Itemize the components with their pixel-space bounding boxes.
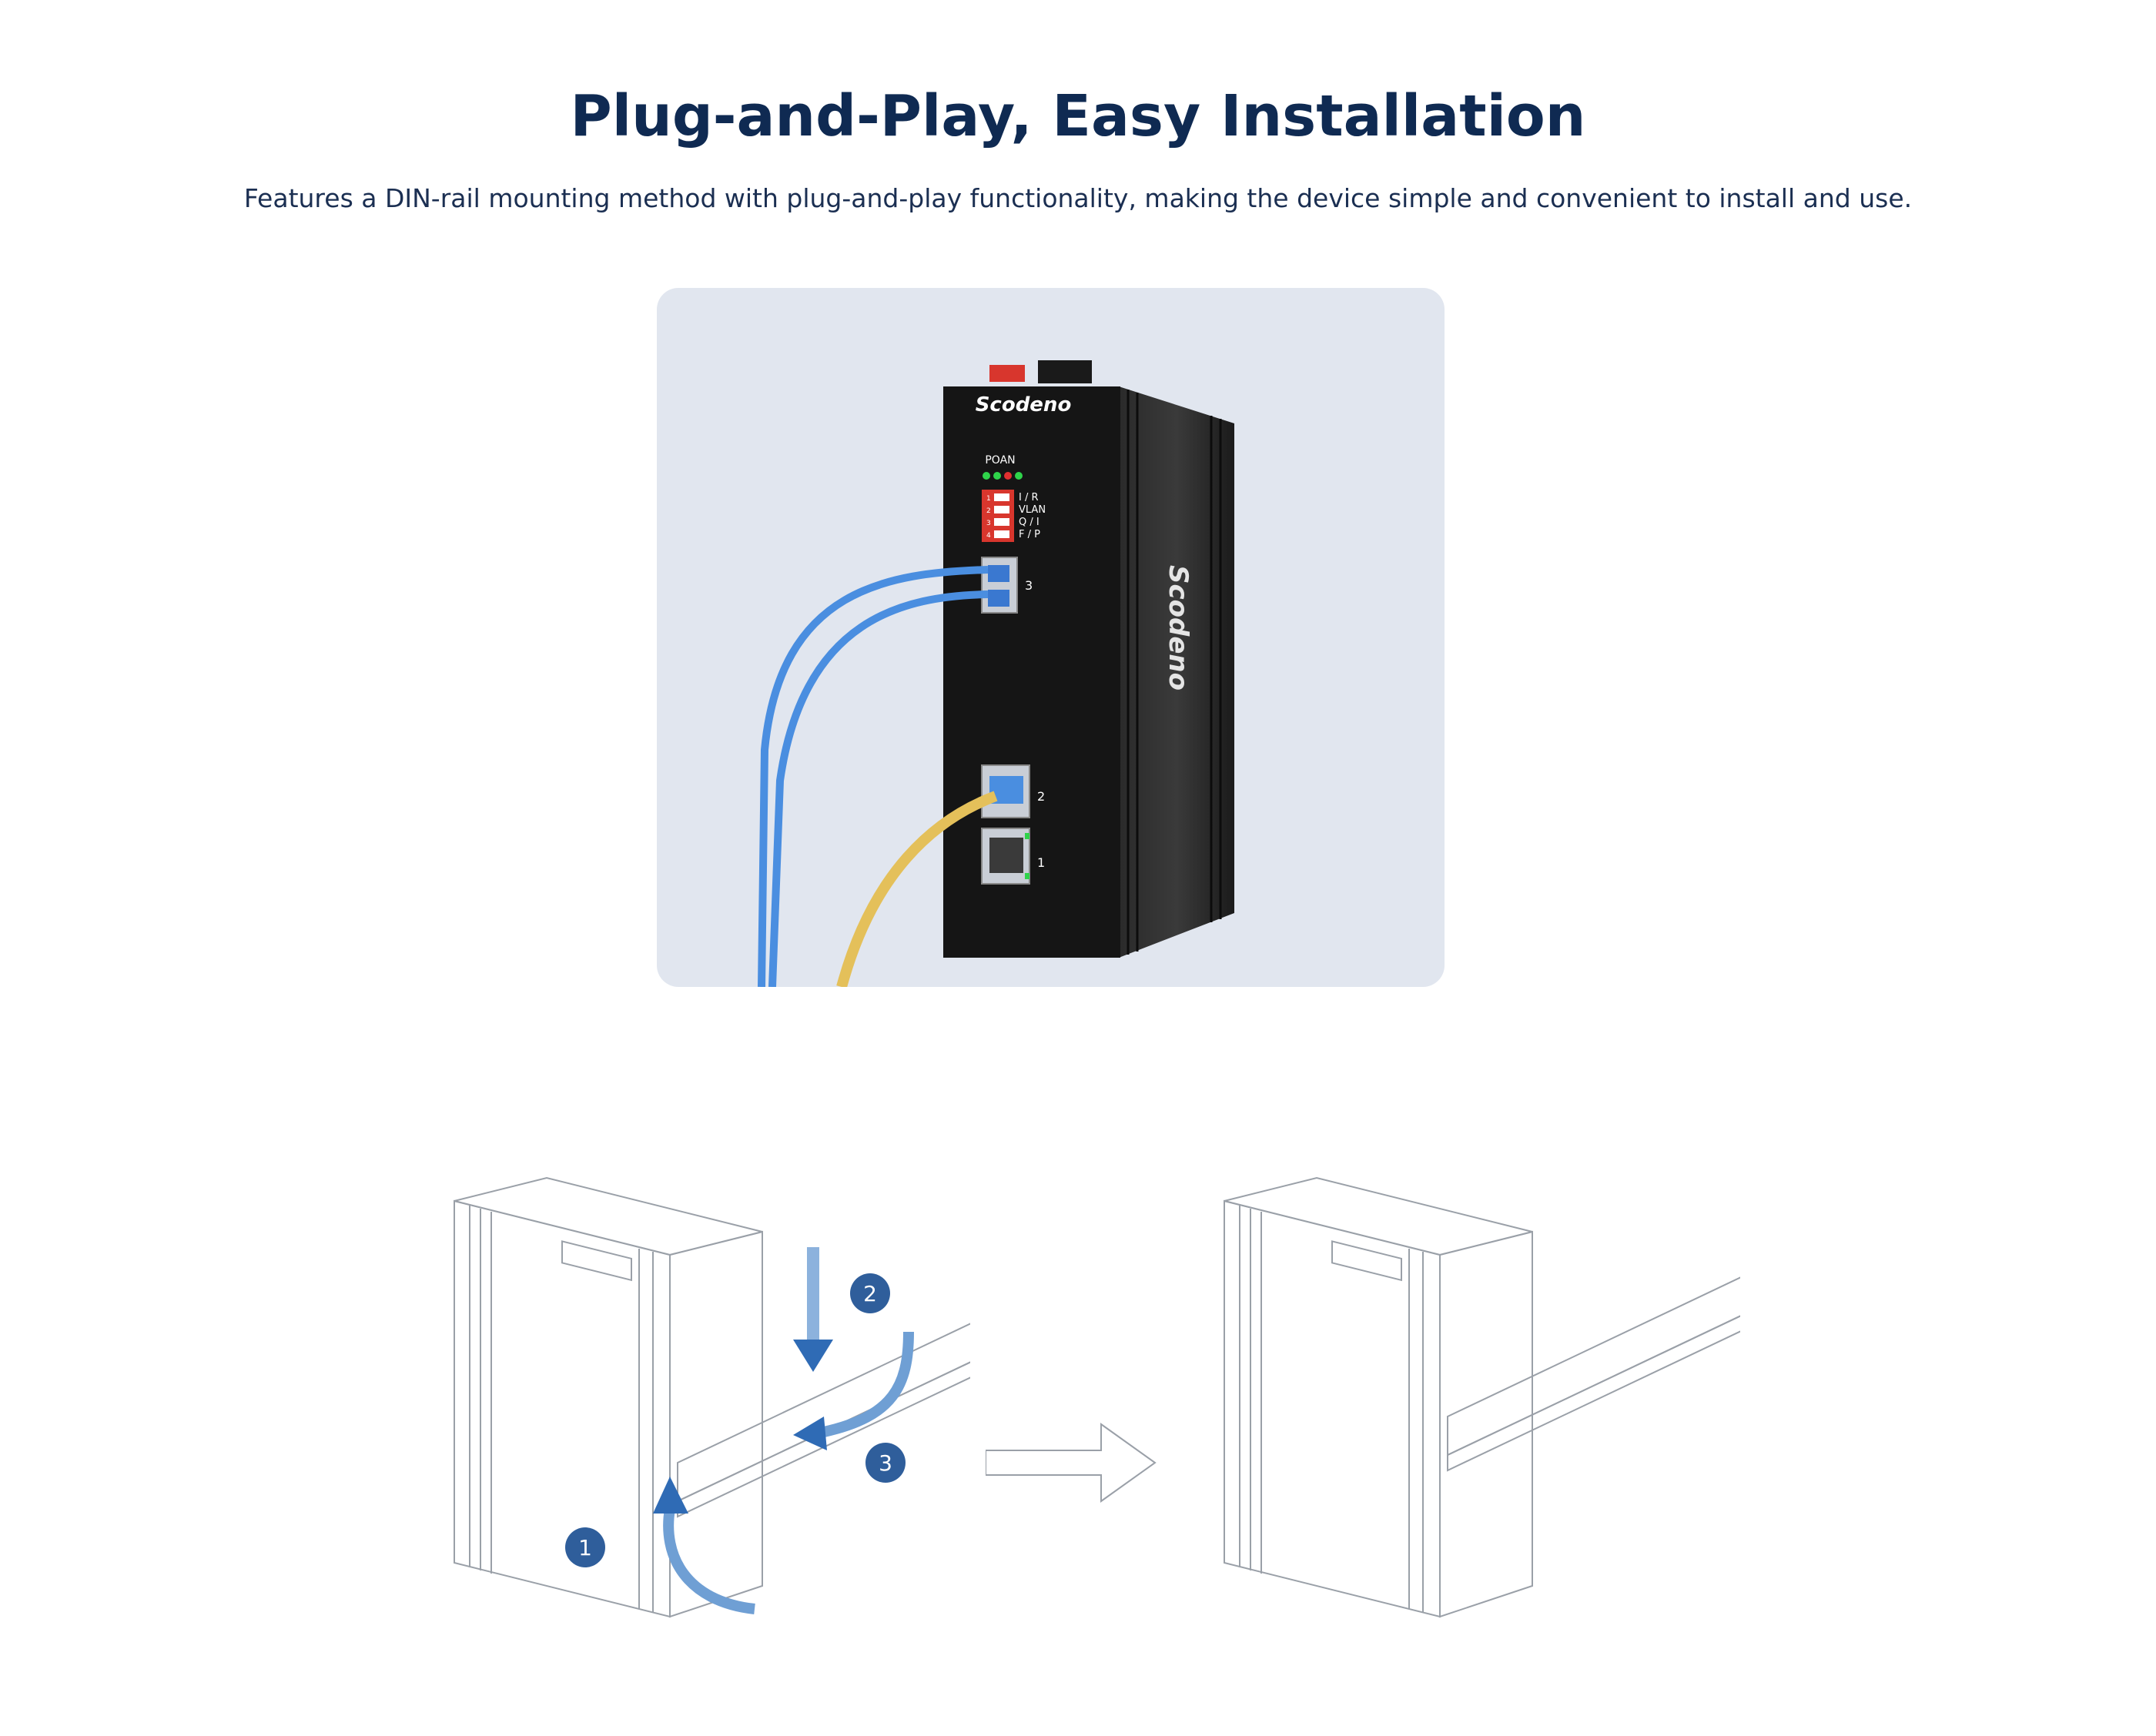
device-side — [1119, 386, 1234, 958]
dip-number: 4 — [986, 532, 991, 540]
fiber-cable — [768, 590, 989, 987]
dip-label: I / R — [1019, 492, 1039, 503]
arrow-down-icon — [793, 1340, 833, 1372]
step-number: 1 — [578, 1535, 592, 1560]
led-n — [1015, 472, 1023, 480]
arrow-left-icon — [793, 1417, 827, 1450]
led-o — [993, 472, 1001, 480]
brand-logo-side: Scodeno — [1163, 565, 1194, 691]
dip-number: 3 — [986, 520, 991, 527]
install-diagram-result — [1224, 1176, 1740, 1618]
step-badge-2 — [850, 1273, 890, 1313]
brand-logo-front: Scodeno — [976, 393, 1072, 416]
din-rail — [1447, 1276, 1740, 1472]
device-outline — [454, 1176, 763, 1618]
port-label: 1 — [1037, 855, 1045, 870]
led-a — [1004, 472, 1012, 480]
install-diagram-step: 1 2 3 — [454, 1176, 970, 1618]
fiber-cable — [758, 566, 989, 987]
port-label: 2 — [1037, 789, 1045, 804]
device-outline — [1224, 1176, 1533, 1618]
top-terminal-block — [1038, 360, 1092, 383]
dip-number: 2 — [986, 507, 991, 515]
ethernet-cable — [836, 791, 998, 987]
arrow-up-icon — [653, 1477, 688, 1514]
product-photo-panel: Scodeno POAN 1 2 3 4 I / R VLAN Q / I F … — [657, 288, 1445, 987]
page-title: Plug-and-Play, Easy Installation — [570, 83, 1586, 149]
led-label: POAN — [985, 454, 1015, 467]
power-terminal — [989, 365, 1025, 382]
dip-label: F / P — [1019, 529, 1040, 540]
step-badge-1 — [565, 1527, 605, 1567]
dip-label: Q / I — [1019, 517, 1040, 528]
device-front — [943, 386, 1120, 958]
step-number: 2 — [863, 1281, 877, 1306]
step-number: 3 — [879, 1450, 892, 1476]
page-subtitle: Features a DIN-rail mounting method with… — [243, 183, 1913, 213]
device-illustration: Scodeno POAN 1 2 3 4 I / R VLAN Q / I F … — [758, 360, 1234, 987]
led-p — [983, 472, 990, 480]
port-label: 3 — [1025, 578, 1033, 593]
step-badge-3 — [865, 1443, 906, 1483]
dip-number: 1 — [986, 495, 991, 503]
transition-arrow-icon — [986, 1423, 1157, 1503]
dip-label: VLAN — [1019, 504, 1046, 516]
